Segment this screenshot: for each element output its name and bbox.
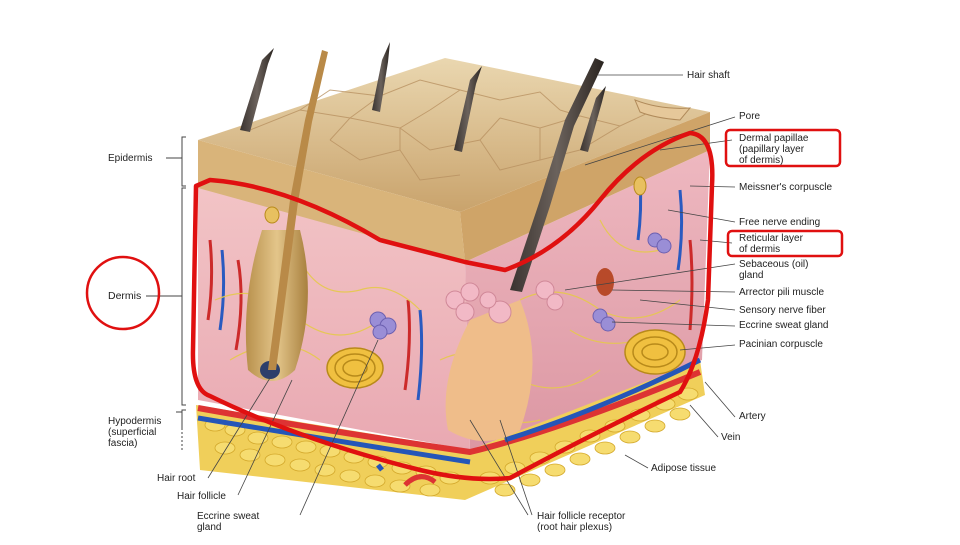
label-artery: Artery bbox=[739, 411, 766, 422]
label-hypodermis: Hypodermis (superficial fascia) bbox=[108, 416, 161, 449]
label-eccrine-sweat-gland-bottom: Eccrine sweat gland bbox=[197, 511, 259, 533]
label-dermis: Dermis bbox=[108, 291, 141, 302]
label-pacinian-corpuscle: Pacinian corpuscle bbox=[739, 339, 823, 350]
arrector-pili-muscle bbox=[596, 268, 614, 296]
label-arrector-pili-muscle: Arrector pili muscle bbox=[739, 287, 824, 298]
label-free-nerve-ending: Free nerve ending bbox=[739, 217, 820, 228]
label-vein: Vein bbox=[721, 432, 740, 443]
layer-brackets bbox=[146, 137, 186, 452]
label-adipose-tissue: Adipose tissue bbox=[651, 463, 716, 474]
label-sebaceous-gland: Sebaceous (oil) gland bbox=[739, 259, 808, 281]
label-dermal-papillae: Dermal papillae (papillary layer of derm… bbox=[739, 133, 808, 166]
label-hair-follicle: Hair follicle bbox=[177, 491, 226, 502]
label-hair-follicle-receptor: Hair follicle receptor (root hair plexus… bbox=[537, 511, 625, 533]
label-reticular-layer: Reticular layer of dermis bbox=[739, 233, 803, 255]
label-sensory-nerve-fiber: Sensory nerve fiber bbox=[739, 305, 826, 316]
label-hair-root: Hair root bbox=[157, 473, 195, 484]
label-meissners-corpuscle: Meissner's corpuscle bbox=[739, 182, 832, 193]
label-hair-shaft: Hair shaft bbox=[687, 70, 730, 81]
label-eccrine-sweat-gland-right: Eccrine sweat gland bbox=[739, 320, 829, 331]
label-pore: Pore bbox=[739, 111, 760, 122]
label-epidermis: Epidermis bbox=[108, 153, 152, 164]
